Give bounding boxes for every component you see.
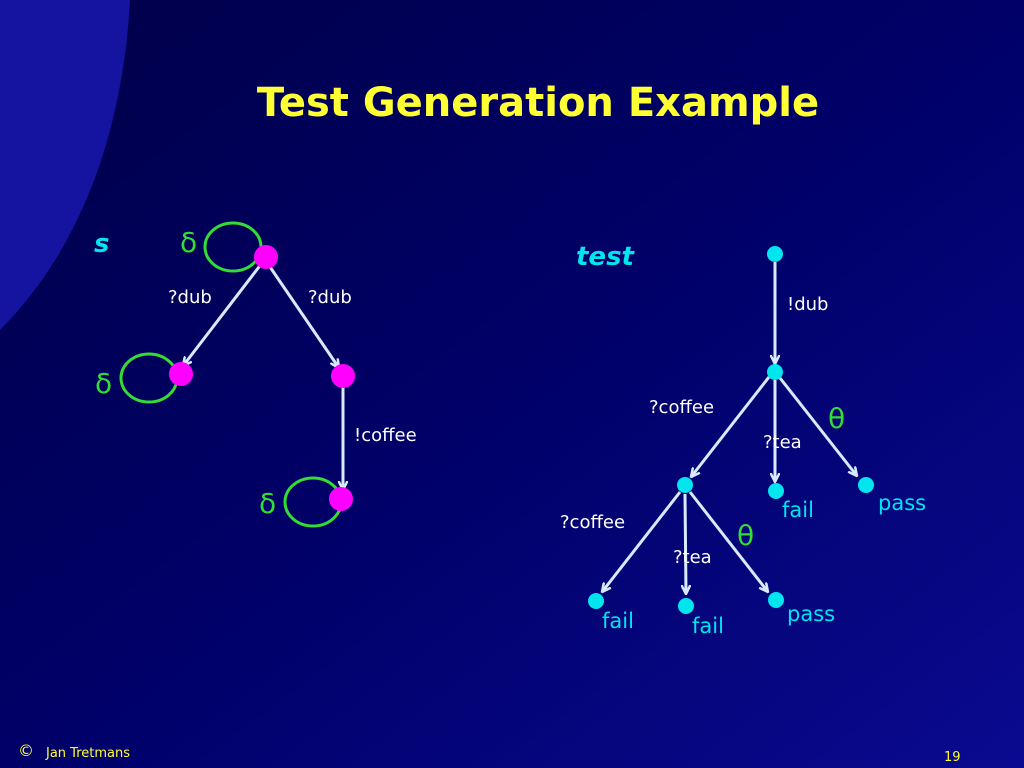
test-graph: test !dub ?coffee ?tea θ ?coffee ?tea θ … <box>560 242 926 638</box>
spec-node-bottom <box>329 487 353 511</box>
test-verdict-fail-1: fail <box>782 498 814 522</box>
spec-edge-dub-right <box>266 263 339 368</box>
test-label: test <box>576 242 636 272</box>
test-node-after-coffee <box>677 477 693 493</box>
test-edge-label-dub: !dub <box>787 294 828 315</box>
test-edge-coffee-2 <box>602 491 682 592</box>
spec-delta-bottom: δ <box>259 487 276 520</box>
test-edge-label-coffee: ?coffee <box>649 397 714 418</box>
test-node-fail-2 <box>588 593 604 609</box>
test-verdict-fail-3: fail <box>692 614 724 638</box>
spec-delta-root: δ <box>180 226 197 259</box>
page-number: 19 <box>944 750 961 765</box>
test-edge-tea-2 <box>685 493 686 594</box>
spec-edge-label-dub-left: ?dub <box>168 287 212 308</box>
spec-loop-root <box>203 221 263 273</box>
test-verdict-fail-2: fail <box>602 609 634 633</box>
spec-edge-dub-left <box>183 262 264 366</box>
copyright-icon: © <box>18 741 34 760</box>
spec-node-right <box>331 364 355 388</box>
spec-loop-left <box>119 352 179 404</box>
test-edge-label-coffee-2: ?coffee <box>560 512 625 533</box>
footer-author: Jan Tretmans <box>46 746 130 761</box>
test-edge-label-tea-2: ?tea <box>673 547 712 568</box>
test-verdict-pass-1: pass <box>878 491 926 515</box>
test-theta: θ <box>828 402 845 435</box>
spec-label: s <box>94 229 109 259</box>
test-verdict-pass-2: pass <box>787 602 835 626</box>
test-theta-2: θ <box>737 519 754 552</box>
test-node-after-dub <box>767 364 783 380</box>
test-node-pass-1 <box>858 477 874 493</box>
test-node-fail-1 <box>768 483 784 499</box>
test-edge-theta-2 <box>688 491 768 592</box>
test-edge-coffee <box>691 376 771 477</box>
spec-edge-label-dub-right: ?dub <box>308 287 352 308</box>
background-arc <box>0 0 130 330</box>
test-node-root <box>767 246 783 262</box>
spec-graph: s δ δ δ ?dub ?dub !coffee <box>94 221 417 528</box>
spec-node-root <box>254 245 278 269</box>
test-node-pass-2 <box>768 592 784 608</box>
spec-delta-left: δ <box>95 367 112 400</box>
test-edge-theta <box>778 377 857 476</box>
slide-title: Test Generation Example <box>256 80 820 126</box>
test-node-fail-3 <box>678 598 694 614</box>
spec-edge-label-coffee: !coffee <box>354 425 417 446</box>
spec-node-left <box>169 362 193 386</box>
test-edge-label-tea: ?tea <box>763 432 802 453</box>
